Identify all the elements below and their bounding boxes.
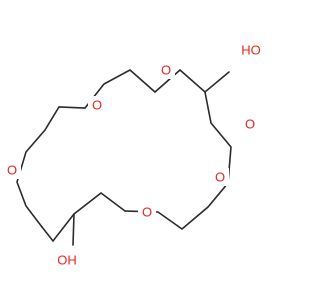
hydroxyl-label-bottom: OH	[57, 253, 77, 268]
molecule-structure: HO O O O O O O OH	[3, 41, 266, 269]
ring-bonds-hydroxyl	[72, 213, 75, 246]
ether-oxygen-label: O	[92, 98, 102, 113]
ether-oxygen-label: O	[7, 163, 17, 178]
ether-oxygen-label: O	[215, 170, 225, 185]
ring-bonds-upper	[16, 68, 230, 228]
ether-oxygen-label: O	[161, 63, 171, 78]
atom-labels: HO O O O O O O OH	[3, 41, 266, 269]
ring-bonds-lower	[41, 191, 126, 243]
ether-oxygen-label: O	[142, 205, 152, 220]
hydroxyl-label-top: HO	[241, 43, 261, 58]
ether-oxygen-label: O	[245, 117, 255, 132]
bond-lines	[16, 68, 232, 246]
ring-bonds-right	[124, 91, 232, 231]
